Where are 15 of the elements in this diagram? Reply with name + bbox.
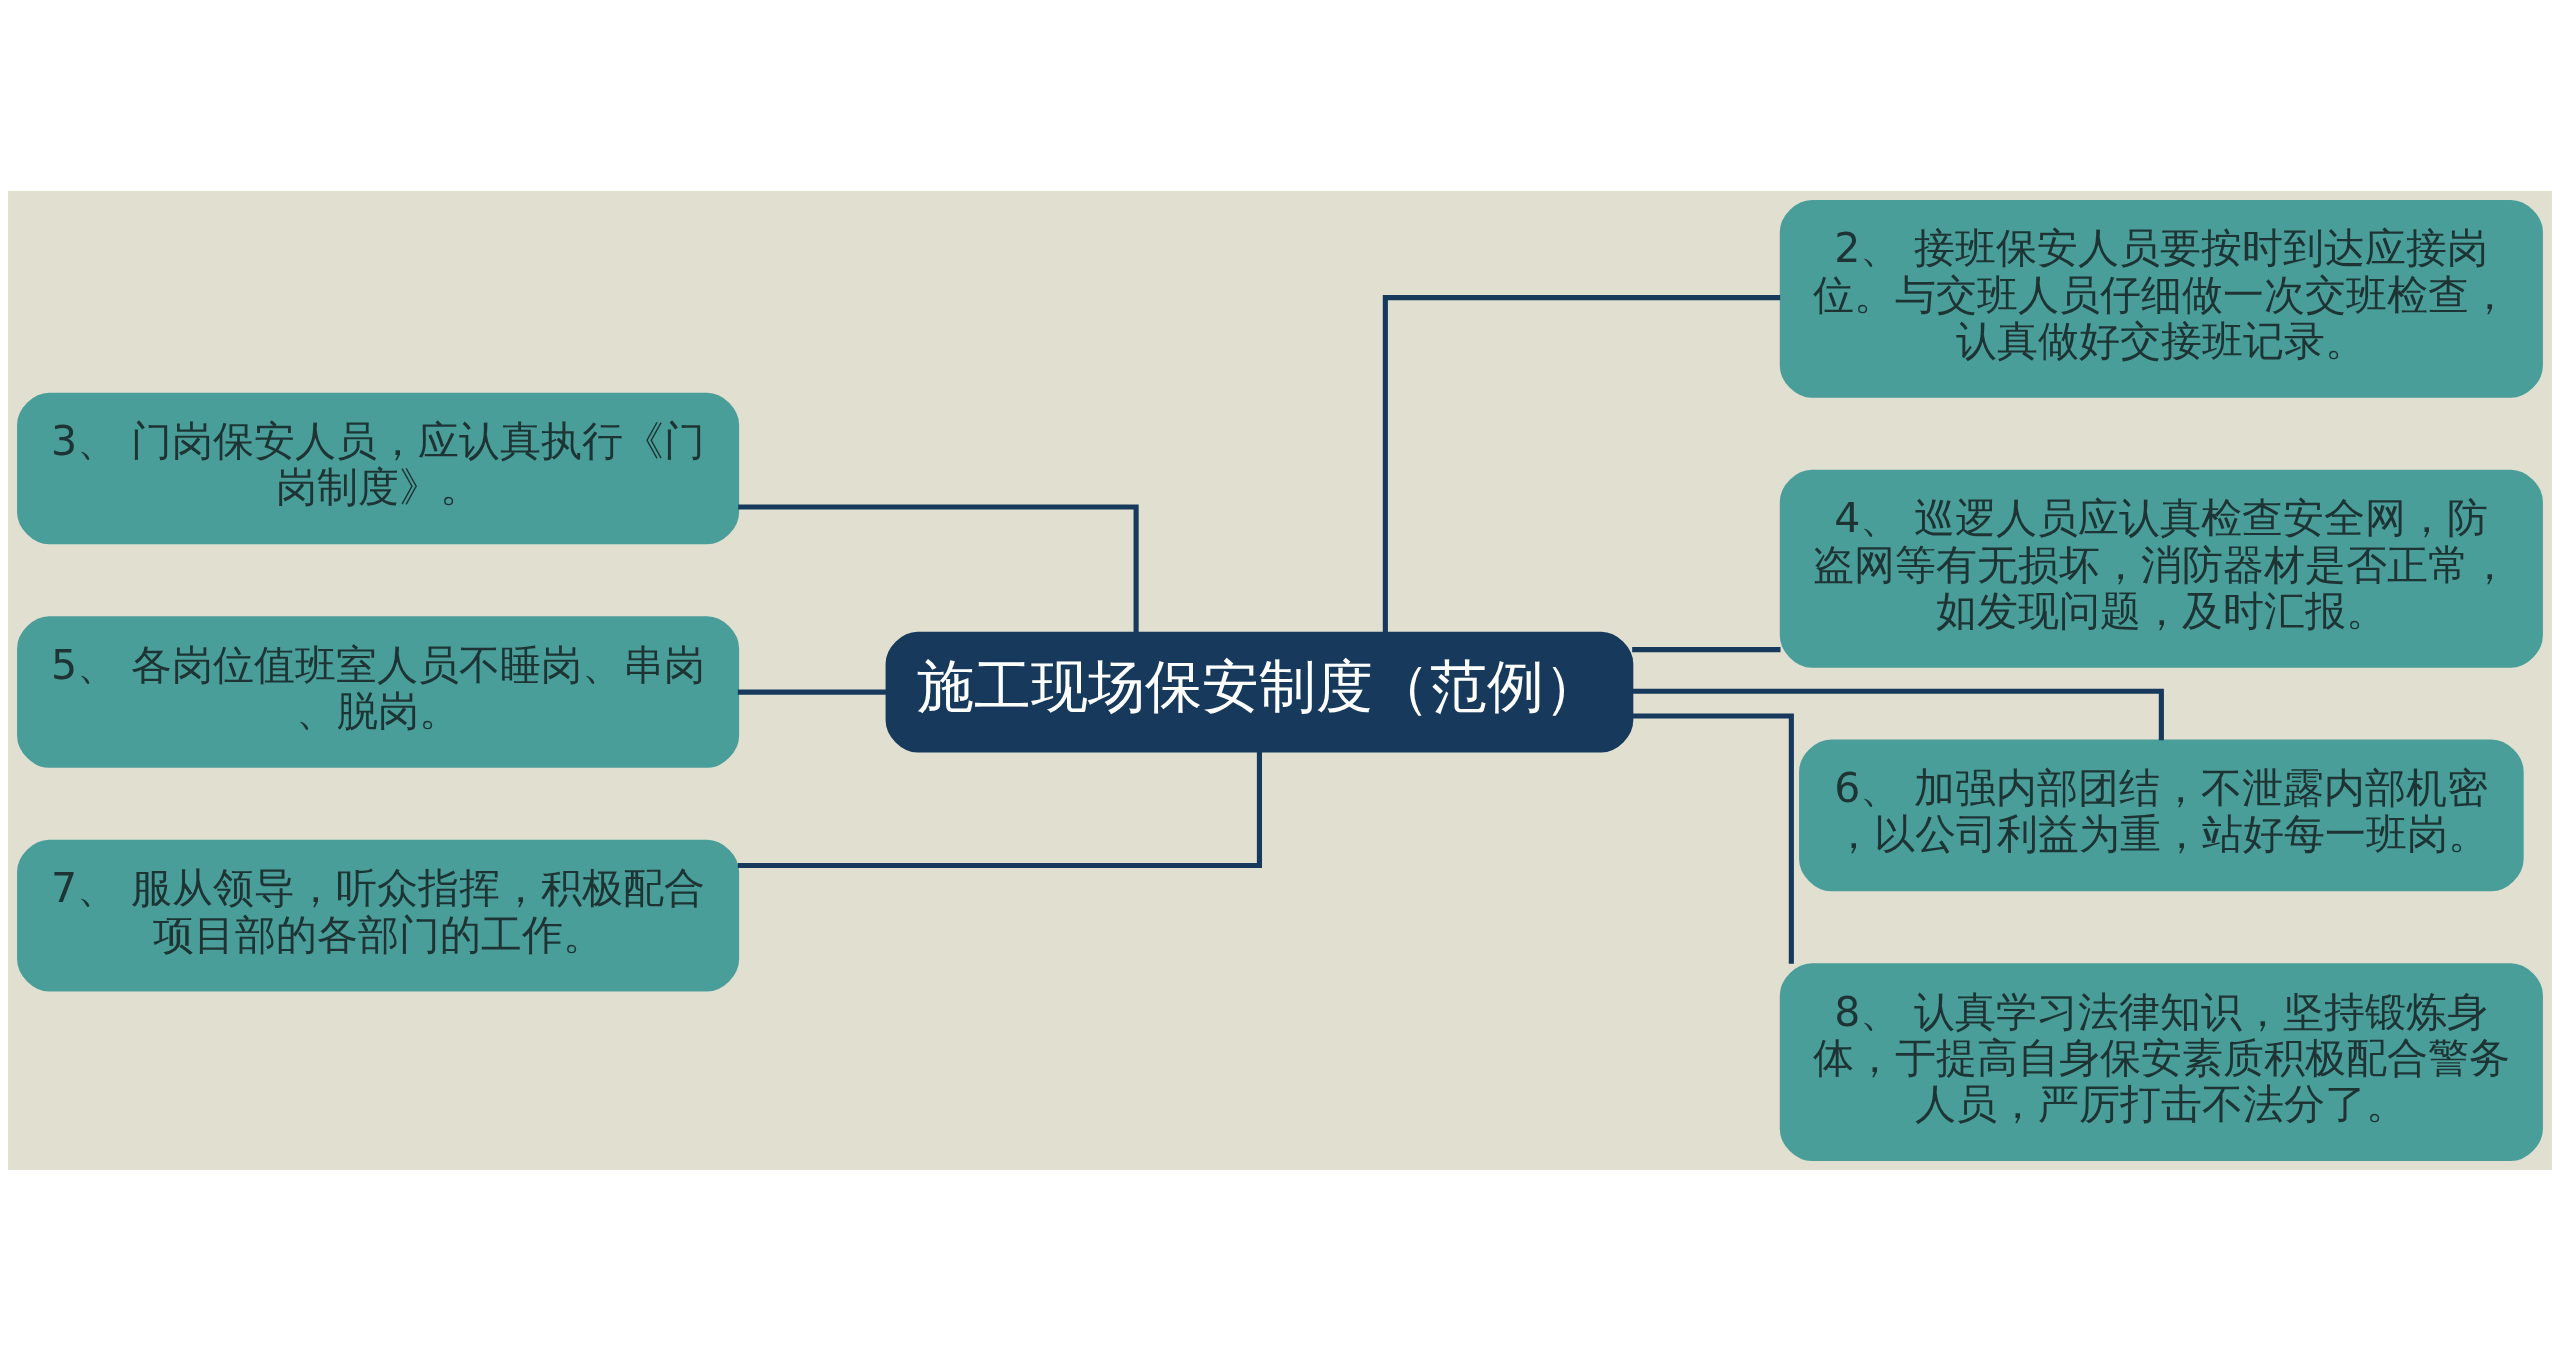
connector — [737, 689, 887, 695]
node-box: 8、 认真学习法律知识，坚持锻炼身体，于提高自身保安素质积极配合警务人员，严厉打击不法分了。 — [1779, 963, 2543, 1161]
node-box: 施工现场保安制度（范例） — [885, 631, 1634, 753]
connector — [1632, 713, 1794, 964]
connector — [1632, 647, 1781, 653]
connector — [1382, 295, 1781, 633]
node-box: 5、 各岗位值班室人员不睡岗、串岗、脱岗。 — [17, 616, 740, 768]
node-box: 6、 加强内部团结，不泄露内部机密，以公司利益为重，站好每一班岗。 — [1799, 739, 2524, 892]
node-box: 4、 巡逻人员应认真检查安全网，防盗网等有无损坏，消防器材是否正常，如发现问题，及时汇报。 — [1779, 469, 2543, 668]
node-box: 7、 服从领导，听众指挥，积极配合项目部的各部门的工作。 — [17, 839, 740, 992]
node-box: 3、 门岗保安人员，应认真执行《门岗制度》。 — [17, 392, 740, 545]
connector — [738, 504, 1139, 633]
connector — [737, 751, 1262, 869]
connector — [1632, 688, 2164, 741]
node-box: 2、 接班保安人员要按时到达应接岗位。与交班人员仔细做一次交班检查，认真做好交接班记录。 — [1779, 200, 2543, 398]
